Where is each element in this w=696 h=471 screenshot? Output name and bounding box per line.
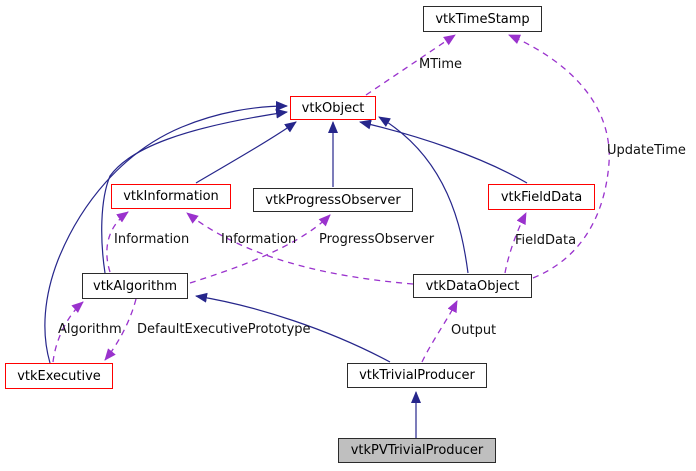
edge-inheritance-vtkFieldData-vtkObject <box>359 119 528 184</box>
node-vtkAlgorithm[interactable]: vtkAlgorithm <box>82 273 188 299</box>
node-vtkTrivialProducer[interactable]: vtkTrivialProducer <box>347 363 487 388</box>
edge-usage-vtkDataObject-vtkFieldData <box>504 212 527 274</box>
node-vtkObject[interactable]: vtkObject <box>290 96 376 120</box>
edge-usage-vtkDataObject-vtkTimeStamp <box>508 34 610 279</box>
edge-label-information-left: Information <box>114 232 190 247</box>
edge-inheritance-vtkTrivialProducer-vtkAlgorithm <box>195 292 391 363</box>
edge-usage-vtkObject-vtkTimeStamp <box>365 34 456 96</box>
edge-inheritance-vtkExecutive-vtkObject <box>44 101 288 364</box>
edge-label-updatetime: UpdateTime <box>607 143 686 158</box>
node-vtkFieldData[interactable]: vtkFieldData <box>488 184 595 210</box>
node-vtkTimeStamp[interactable]: vtkTimeStamp <box>423 6 542 32</box>
node-vtkProgressObserver[interactable]: vtkProgressObserver <box>253 188 413 212</box>
edge-usage-vtkAlgorithm-vtkInformation <box>106 211 129 273</box>
edge-label-algorithm: Algorithm <box>58 322 122 337</box>
edge-label-defaultexecutiveprototype: DefaultExecutivePrototype <box>137 322 311 337</box>
edge-label-output: Output <box>451 323 497 338</box>
edge-label-information-right: Information <box>221 232 297 247</box>
edge-inheritance-vtkAlgorithm-vtkObject <box>101 108 288 274</box>
edge-label-fielddata: FieldData <box>515 233 577 248</box>
edge-usage-vtkDataObject-vtkInformation <box>186 212 414 285</box>
edge-usage-vtkAlgorithm-vtkExecutive <box>104 298 137 361</box>
edge-inheritance-vtkInformation-vtkObject <box>195 121 297 184</box>
edge-label-progressobserver: ProgressObserver <box>319 232 435 247</box>
node-vtkDataObject[interactable]: vtkDataObject <box>413 274 532 298</box>
edge-usage-vtkAlgorithm-vtkProgressObserver <box>189 214 331 284</box>
edge-label-mtime: MTime <box>419 57 463 72</box>
edge-inheritance-vtkDataObject-vtkObject <box>378 116 469 274</box>
node-vtkExecutive[interactable]: vtkExecutive <box>5 363 113 389</box>
edge-usage-vtkExecutive-vtkAlgorithm <box>52 301 84 363</box>
edge-usage-vtkTrivialProducer-vtkDataObject <box>421 300 458 363</box>
node-vtkInformation[interactable]: vtkInformation <box>111 184 231 209</box>
node-vtkPVTrivialProducer: vtkPVTrivialProducer <box>338 438 496 463</box>
